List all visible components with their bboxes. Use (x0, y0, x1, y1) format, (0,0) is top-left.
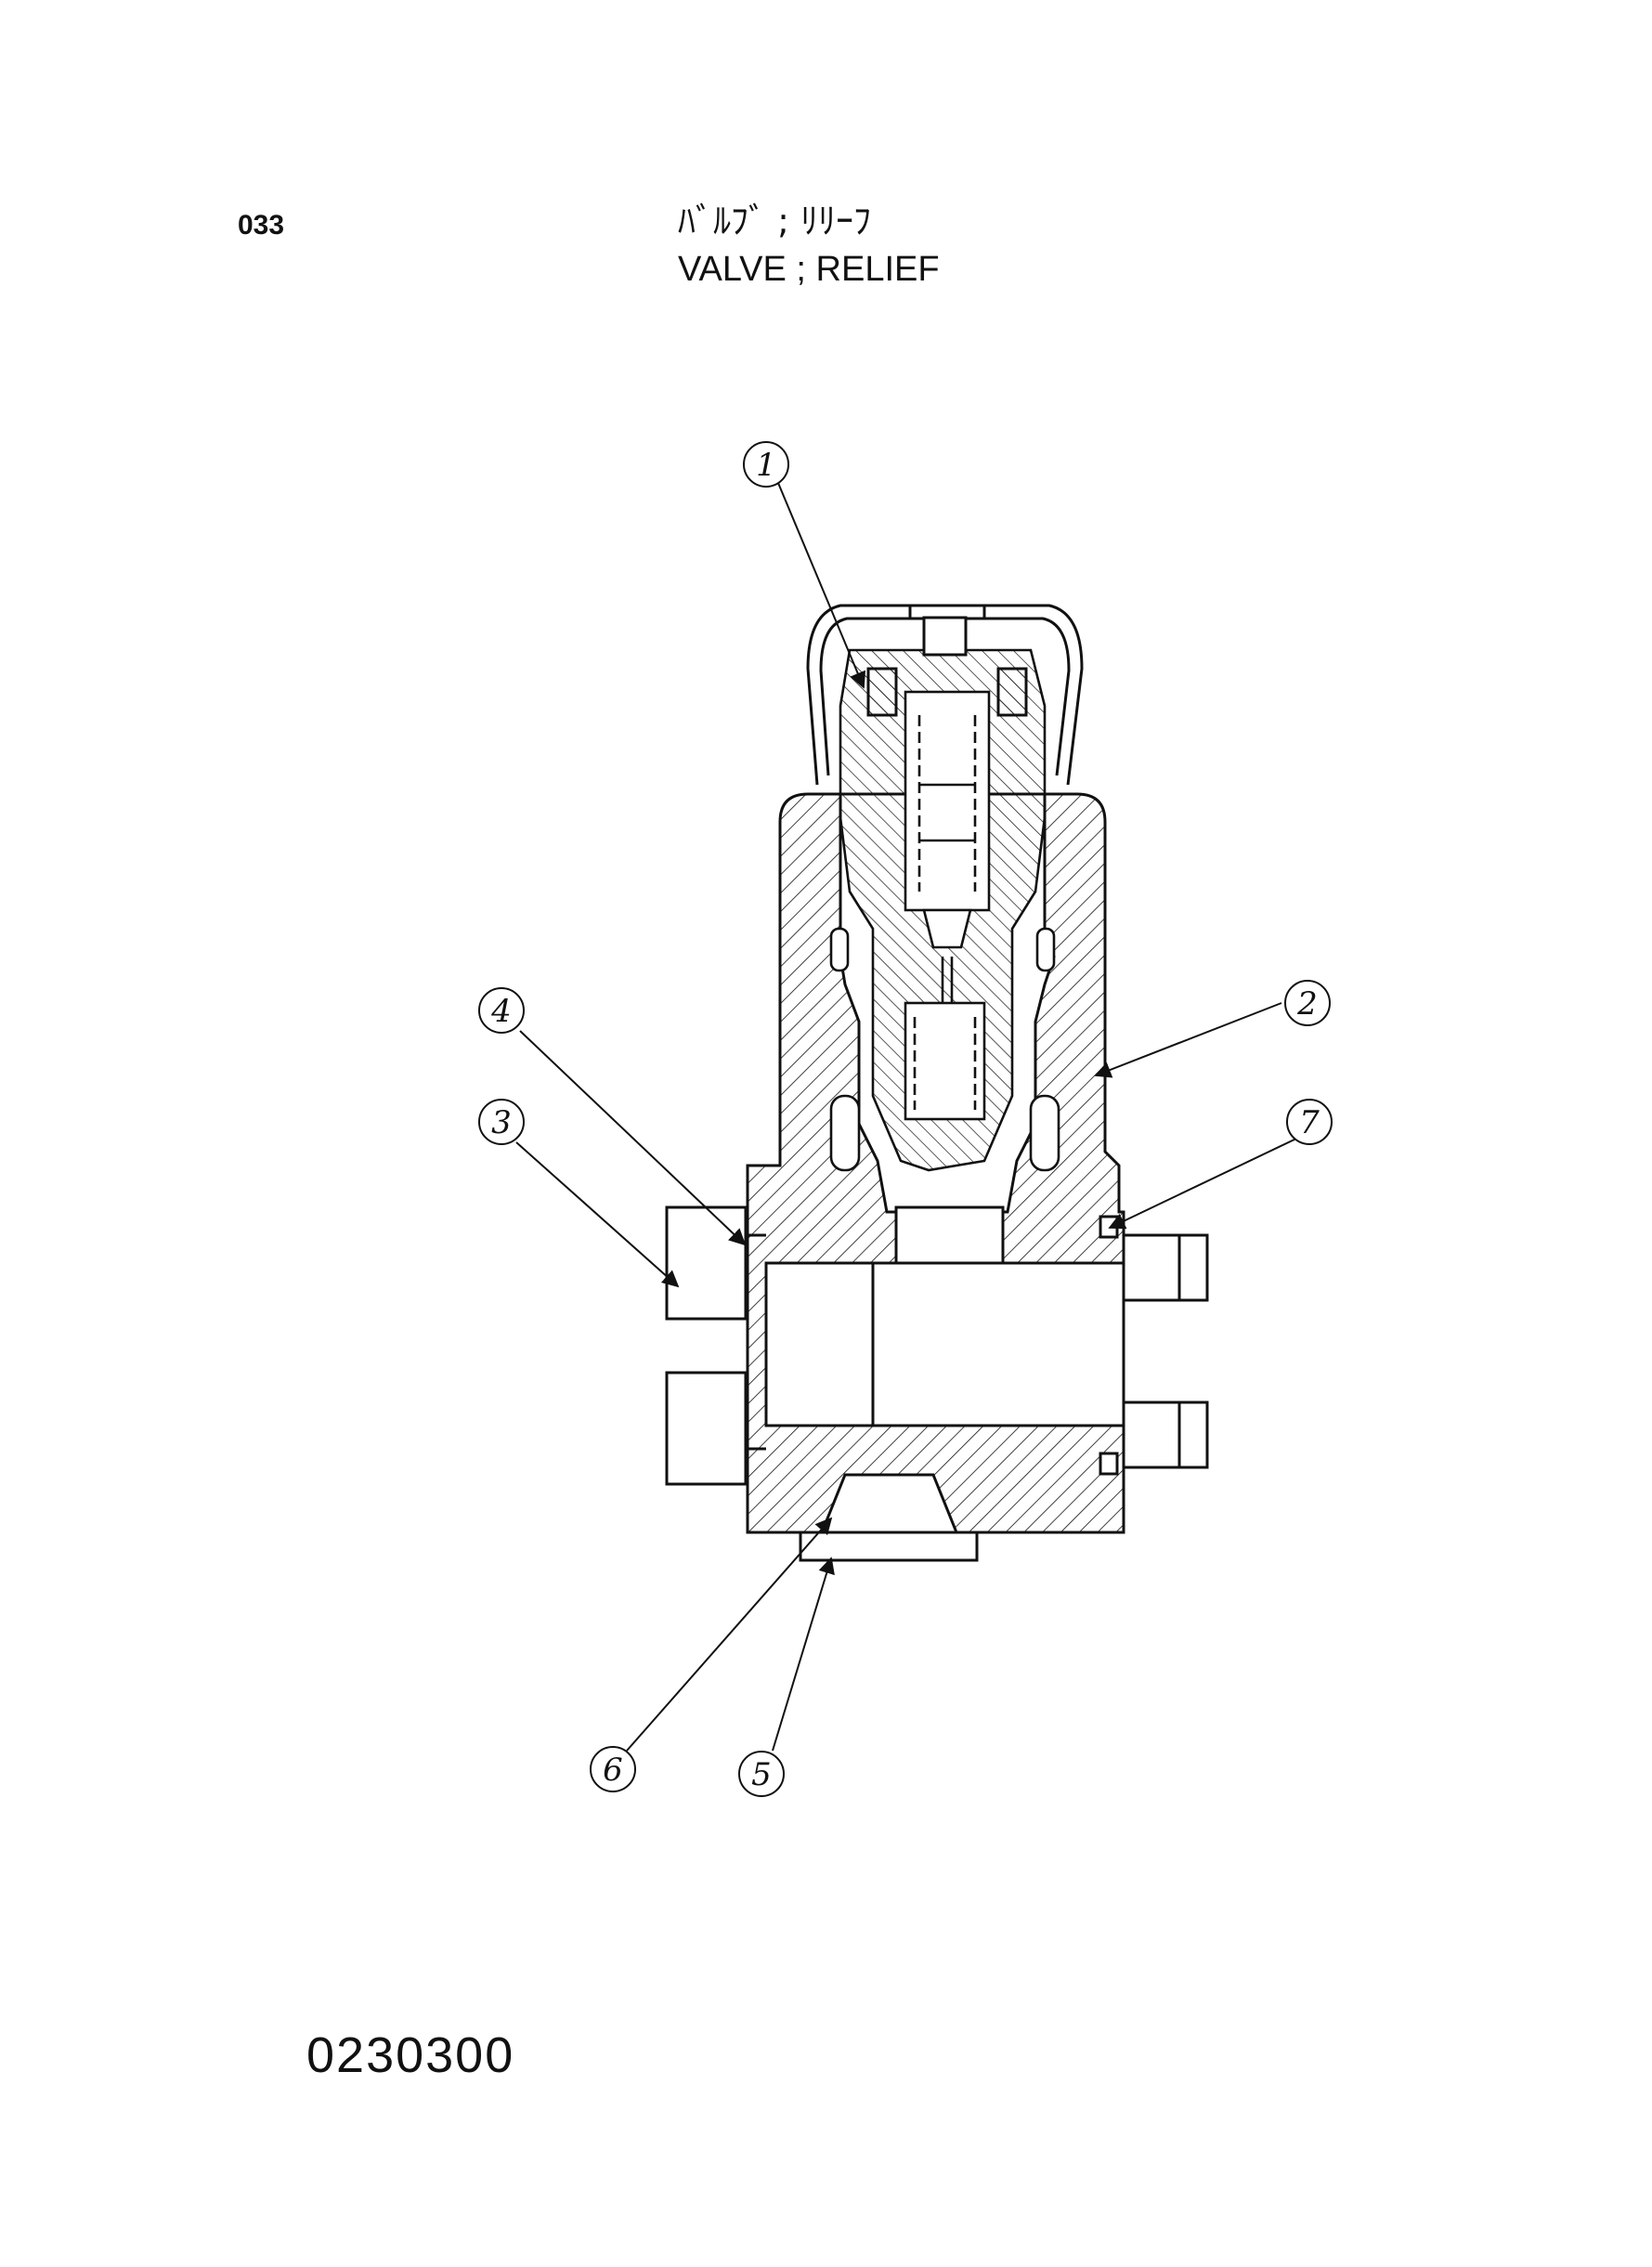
title-japanese: ﾊﾞﾙﾌﾞ ; ﾘﾘｰﾌ (678, 201, 871, 241)
callout-leaders (515, 482, 1299, 1752)
leader-4 (519, 1030, 747, 1246)
callout-7: 7 (1286, 1099, 1333, 1145)
right-bolts (1099, 1215, 1209, 1476)
leader-7 (1108, 1137, 1299, 1230)
svg-text:7: 7 (1299, 1104, 1320, 1141)
callouts: 1 2 3 4 5 6 7 (478, 441, 1333, 1797)
title-english: VALVE ; RELIEF (678, 250, 940, 289)
cap (806, 604, 1084, 786)
svg-text:5: 5 (751, 1756, 772, 1793)
svg-text:4: 4 (490, 993, 512, 1030)
leader-6 (626, 1517, 833, 1752)
page-number: 033 (238, 210, 285, 241)
page-title: ﾊﾞﾙﾌﾞ ; ﾘﾘｰﾌ VALVE ; RELIEF (678, 197, 940, 293)
callout-1: 1 (743, 441, 789, 488)
leader-3 (515, 1141, 680, 1288)
svg-text:3: 3 (491, 1104, 512, 1141)
leader-2 (1094, 1002, 1282, 1078)
svg-text:6: 6 (603, 1752, 623, 1789)
callout-5: 5 (738, 1751, 785, 1797)
cartridge (829, 648, 1060, 1172)
callout-3: 3 (478, 1099, 525, 1145)
leader-1 (777, 482, 866, 689)
callout-2: 2 (1284, 980, 1331, 1026)
figure-code: 0230300 (306, 2027, 515, 2083)
callout-6: 6 (590, 1746, 636, 1792)
svg-text:2: 2 (1296, 985, 1318, 1023)
svg-text:1: 1 (756, 447, 776, 484)
bottom-plug (799, 1531, 979, 1562)
callout-4: 4 (478, 987, 525, 1034)
leader-5 (772, 1557, 835, 1752)
left-plugs (665, 1205, 766, 1486)
